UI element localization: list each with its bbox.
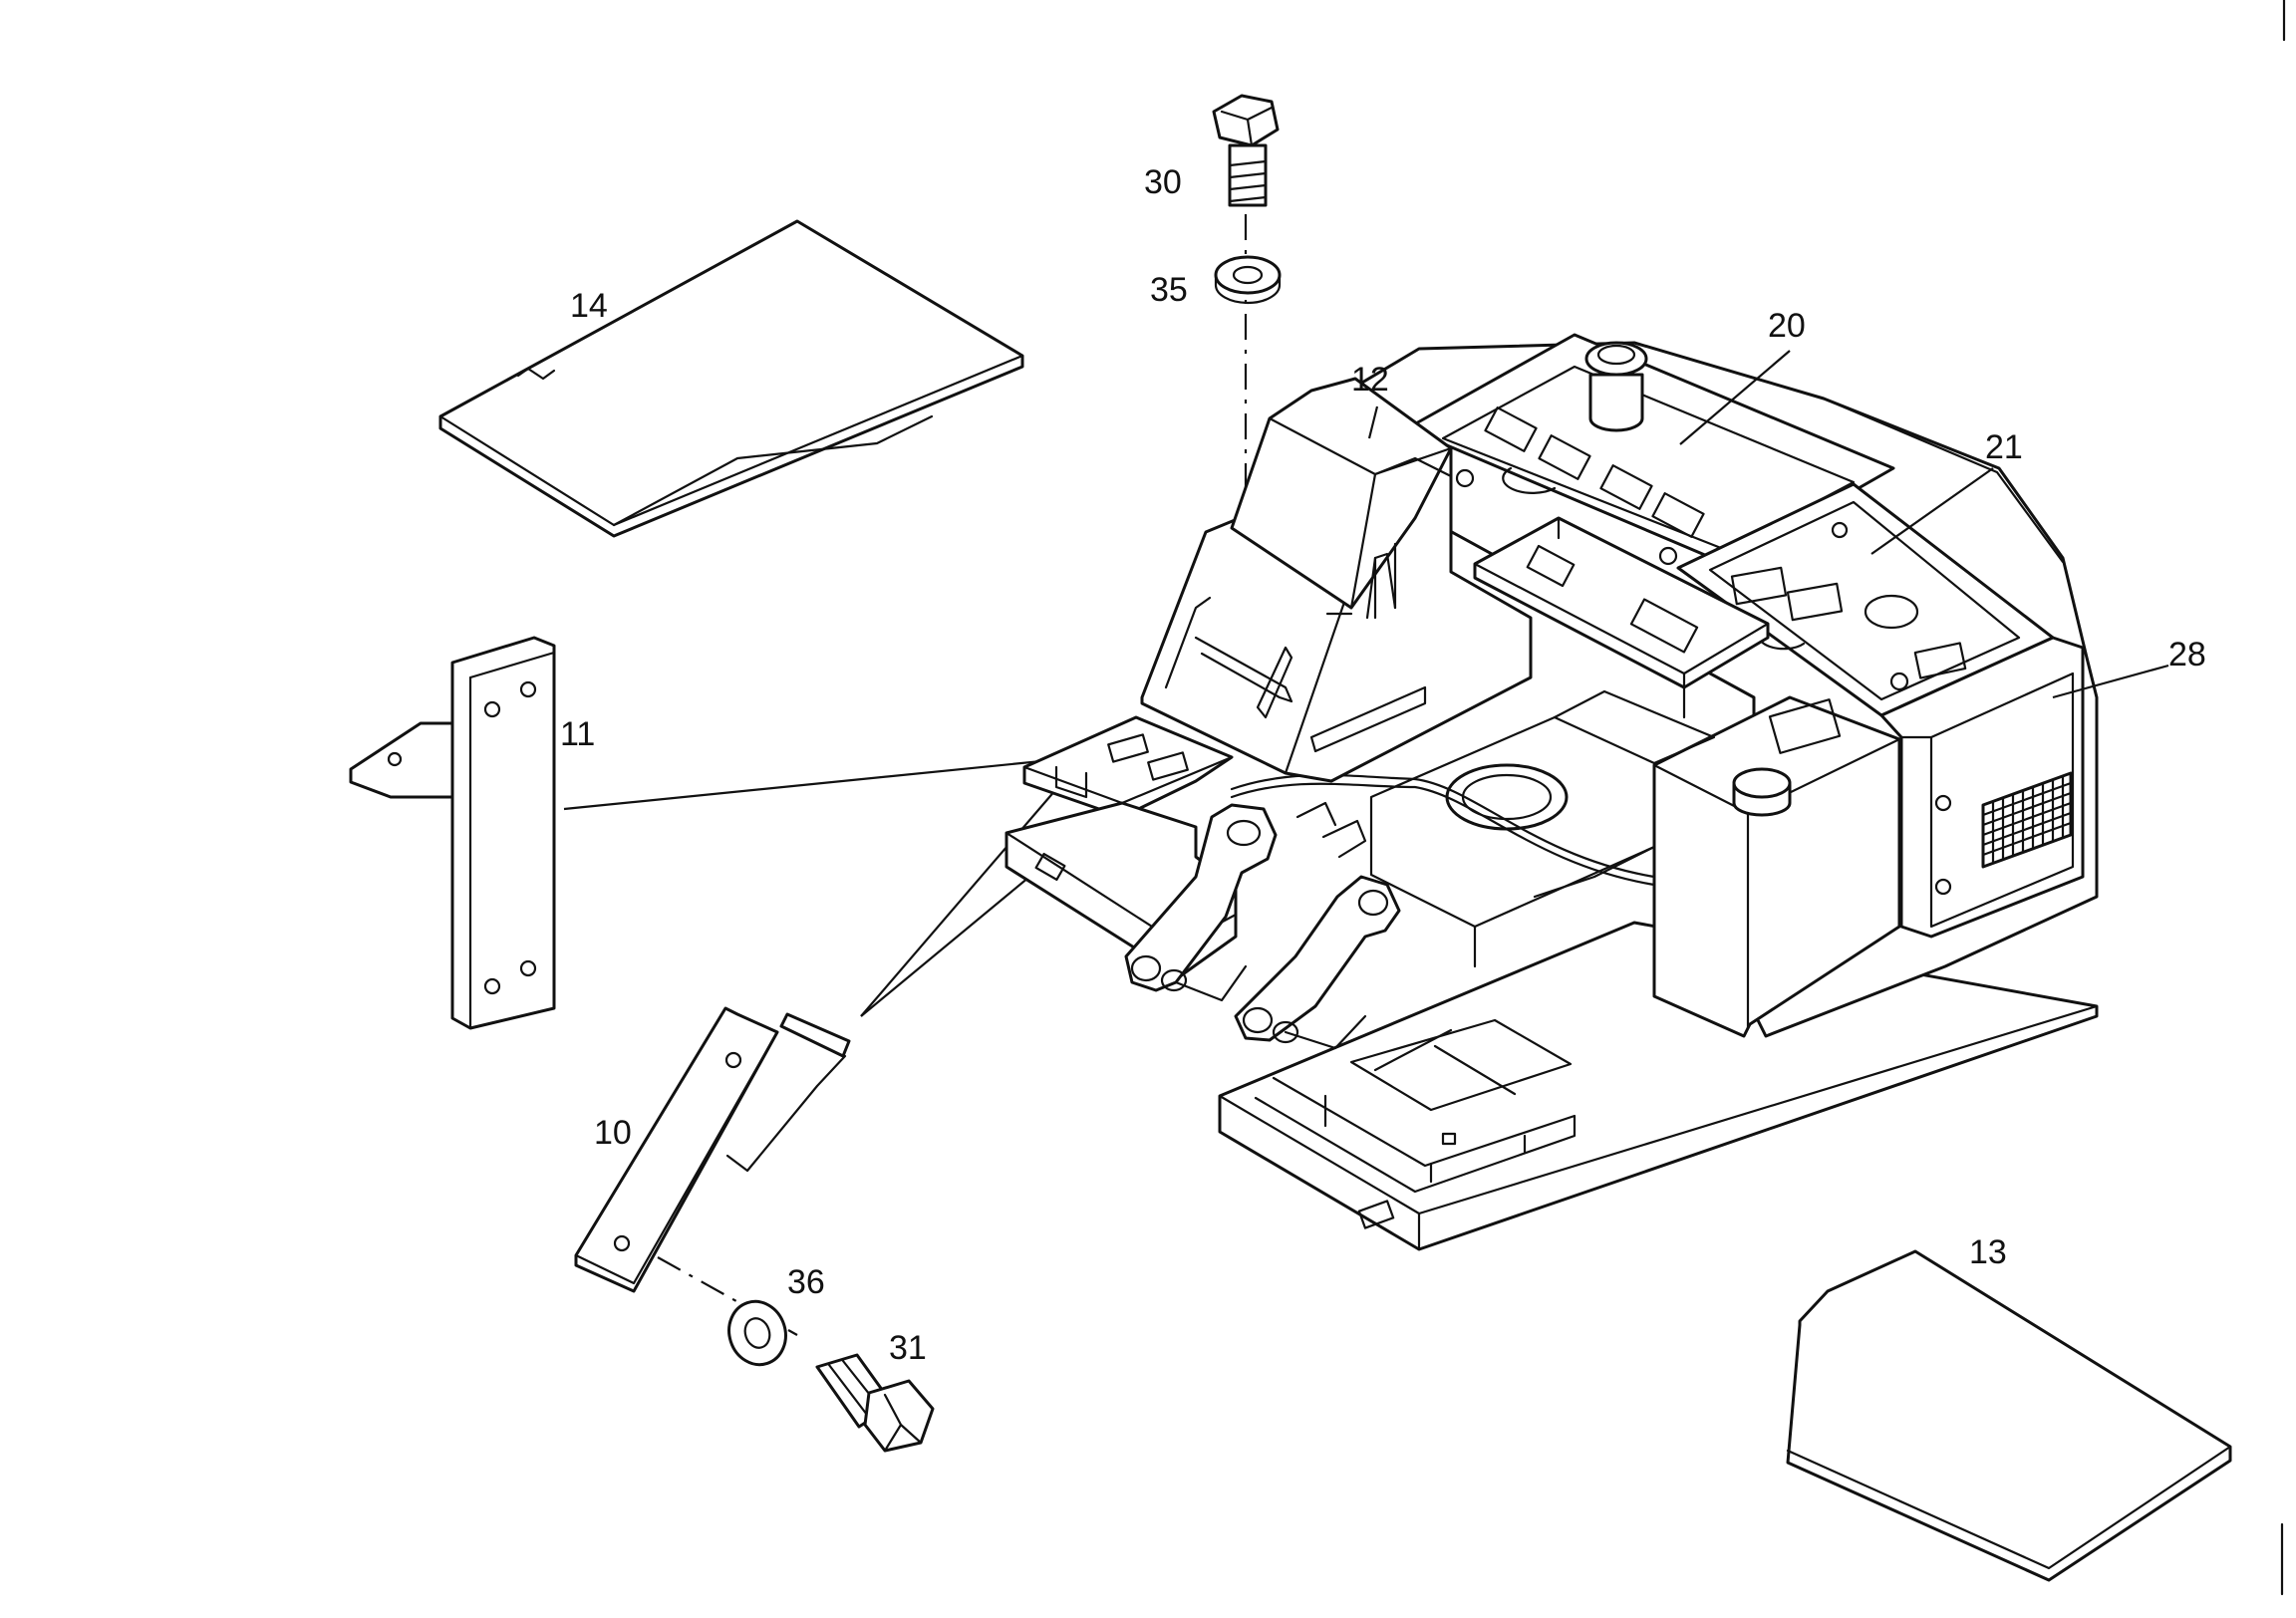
callout-14: 14 xyxy=(570,287,608,325)
leader-20 xyxy=(1679,350,1791,445)
part-30-bolt xyxy=(1212,94,1280,207)
part-13-plate xyxy=(1786,1249,2232,1582)
main-upper-structure xyxy=(1004,333,2099,1251)
callout-36: 36 xyxy=(787,1263,825,1301)
callout-35: 35 xyxy=(1150,271,1188,309)
callout-13: 13 xyxy=(1969,1233,2007,1271)
leader-10a xyxy=(860,788,1057,1017)
callout-31: 31 xyxy=(889,1329,927,1367)
part-11-bracket xyxy=(349,636,556,1030)
leader-21 xyxy=(1870,467,1994,555)
part-35-washer xyxy=(1214,255,1282,305)
callout-28: 28 xyxy=(2168,636,2206,674)
leader-12 xyxy=(1367,405,1379,439)
part-14-plate xyxy=(438,219,1024,538)
leader-11 xyxy=(563,755,1082,811)
callout-30: 30 xyxy=(1144,163,1182,201)
part-31-bolt xyxy=(815,1353,935,1453)
callout-12: 12 xyxy=(1351,361,1389,399)
part-10-bracket xyxy=(574,1006,851,1293)
leader-28 xyxy=(2052,664,2169,699)
callout-21: 21 xyxy=(1985,428,2023,466)
part-36-washer xyxy=(727,1299,787,1367)
callout-11: 11 xyxy=(560,715,595,753)
callout-10: 10 xyxy=(594,1114,632,1152)
callout-20: 20 xyxy=(1768,307,1806,345)
